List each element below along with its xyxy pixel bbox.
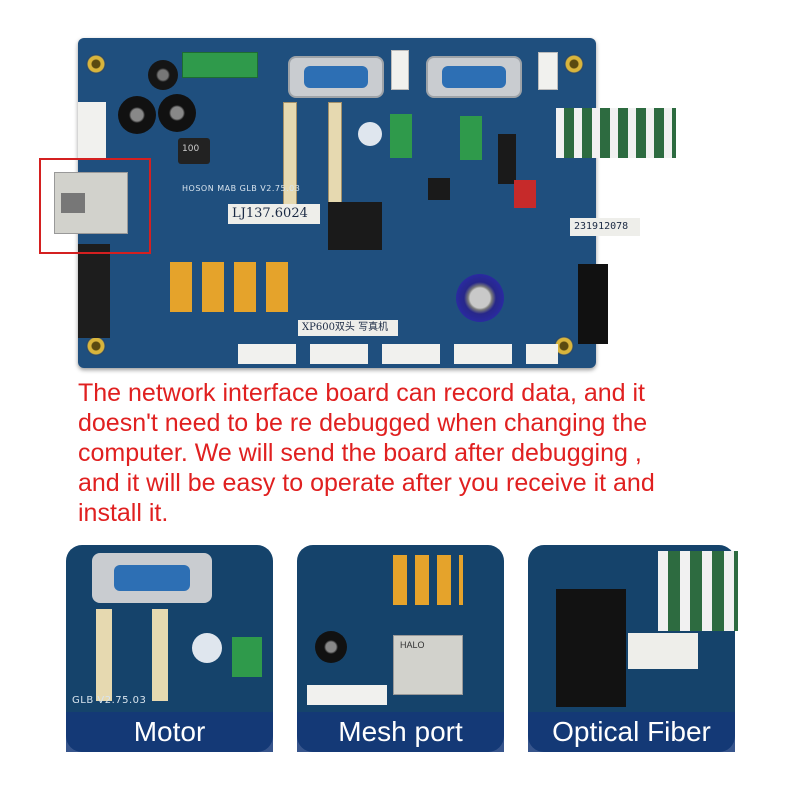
thumbnail-label: Mesh port	[297, 712, 504, 752]
db15-connector	[288, 56, 384, 98]
pcb-board: 100 HOSON MAB GLB V2.75.03 LJ137.6024	[78, 38, 676, 368]
capacitor	[315, 631, 347, 663]
dip-switch	[514, 180, 536, 208]
code-sticker-text: 231912078	[574, 221, 629, 232]
mounting-hole	[564, 54, 584, 74]
capacitor	[456, 274, 504, 322]
description-line: doesn't need to be re debugged when chan…	[78, 409, 648, 437]
fiber-module	[556, 589, 626, 707]
db15-connector	[92, 553, 212, 603]
network-port: HALO	[393, 635, 463, 695]
capacitor	[118, 96, 156, 134]
description-line: and it will be easy to operate after you…	[78, 469, 655, 497]
main-chip	[328, 202, 382, 250]
ic-chip	[428, 178, 450, 200]
white-connector	[538, 52, 558, 90]
thumbnail-mesh-port: HALO Mesh port	[297, 545, 504, 752]
description-line: install it.	[78, 499, 169, 527]
buzzer	[192, 633, 222, 663]
capacitor	[158, 94, 196, 132]
led-array	[658, 551, 738, 631]
mounting-hole	[86, 54, 106, 74]
thumbnail-label: Optical Fiber	[528, 712, 735, 752]
fiber-module	[578, 264, 608, 344]
description-line: The network interface board can record d…	[78, 379, 645, 407]
bottom-connectors	[238, 344, 558, 364]
ribbon-connector	[96, 609, 112, 701]
ic-chip	[498, 134, 516, 184]
board-photo: 100 HOSON MAB GLB V2.75.03 LJ137.6024	[0, 0, 800, 380]
thumbnail-optical-fiber: Optical Fiber	[528, 545, 738, 752]
inductor: 100	[178, 138, 210, 164]
network-port-highlight	[39, 158, 151, 254]
board-model-silkscreen: HOSON MAB GLB V2.75.03	[182, 184, 301, 193]
ribbon-connector	[152, 609, 168, 701]
db15-connector	[426, 56, 522, 98]
fiber-label	[628, 633, 698, 669]
orange-capacitors	[393, 555, 463, 605]
inductor-label: 100	[182, 144, 200, 154]
network-port	[54, 172, 128, 234]
port-brand: HALO	[400, 640, 425, 650]
led-array	[556, 108, 676, 158]
printer-sticker: XP600双头 写真机	[298, 320, 398, 336]
mounting-hole	[554, 336, 574, 356]
thumbnail-motor: GLB V2.75.03 Motor	[66, 545, 273, 752]
description-line: computer. We will send the board after d…	[78, 439, 642, 467]
white-connector	[307, 685, 387, 705]
white-connector	[78, 102, 106, 160]
code-sticker: 231912078	[570, 218, 640, 236]
buzzer	[358, 122, 382, 146]
serial-sticker-text: LJ137.6024	[232, 206, 308, 221]
thumbnail-label: Motor	[66, 712, 273, 752]
thumb-silkscreen: GLB V2.75.03	[72, 695, 147, 706]
white-connector	[391, 50, 409, 90]
printer-sticker-text: XP600双头 写真机	[302, 322, 389, 333]
serial-sticker: LJ137.6024	[228, 204, 320, 224]
capacitor	[148, 60, 178, 90]
mounting-hole	[86, 336, 106, 356]
pin-header	[78, 244, 110, 338]
terminal-block	[182, 52, 258, 78]
terminal-block	[460, 116, 482, 160]
terminal-block	[232, 637, 262, 677]
terminal-block	[390, 114, 412, 158]
description-text: The network interface board can record d…	[78, 378, 738, 528]
orange-capacitors	[170, 262, 294, 312]
